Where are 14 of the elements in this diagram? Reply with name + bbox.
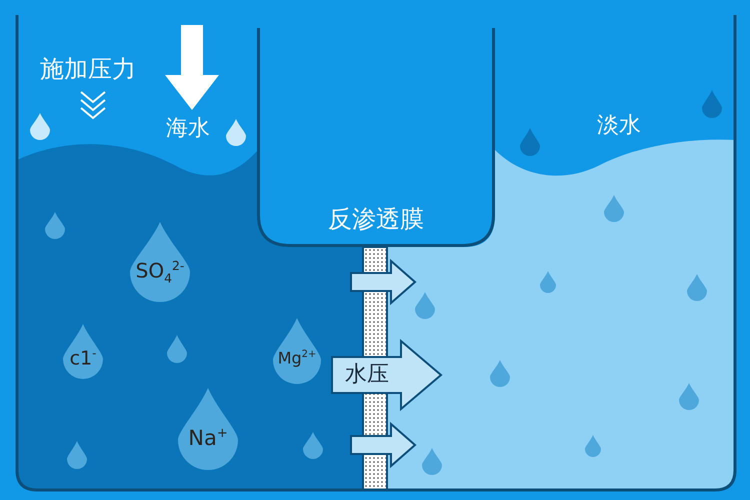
ion-droplet [63, 324, 103, 379]
water-pressure-arrow [331, 340, 442, 410]
ion-label: Na$^{+}$ [187, 427, 229, 450]
caption-text: 淡水 [597, 115, 641, 137]
caption-text: 海水 [166, 118, 210, 140]
ion-droplet [273, 318, 321, 384]
ion-label: Mg$^{2+}$ [276, 350, 318, 367]
ion-droplet [178, 388, 238, 470]
membrane-label: 反渗透膜 [327, 207, 425, 231]
membrane-housing [257, 28, 495, 247]
pressure-label: 水压 [345, 364, 389, 386]
ion-droplet [130, 222, 190, 302]
caption-text: 施加压力 [40, 57, 136, 81]
ion-label: c1$^{-}$ [68, 348, 98, 368]
